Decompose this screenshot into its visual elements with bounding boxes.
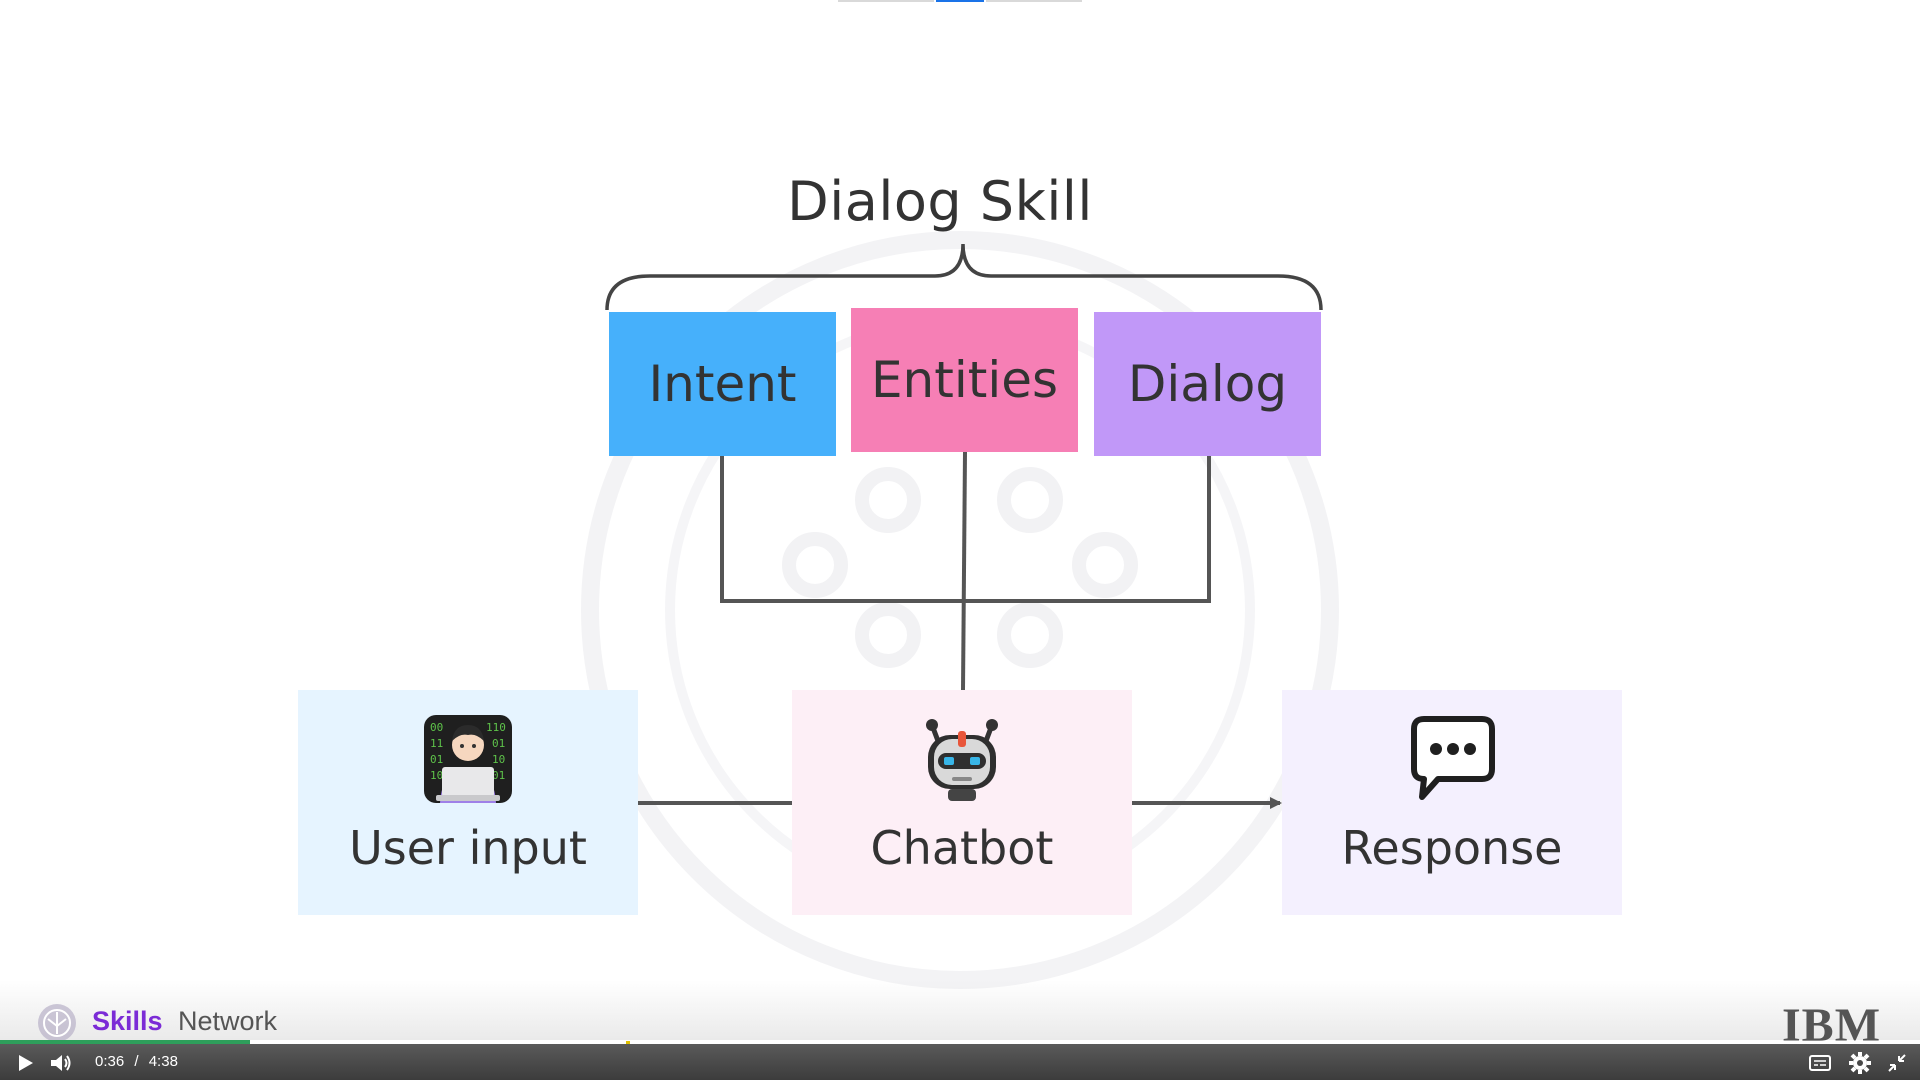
response-box: Response [1282,690,1622,915]
current-time: 0:36 [95,1053,125,1070]
branding-bar [0,980,1920,1040]
ibm-logo: IBM [1782,999,1881,1052]
player-control-bar [0,1044,1920,1080]
progress-marker [626,1041,630,1044]
skills-network-brand-skills: Skills [92,1006,163,1036]
response-label: Response [1341,821,1563,875]
robot-icon [926,719,998,801]
top-tab-1[interactable] [838,0,934,2]
top-tab-2[interactable] [936,0,984,2]
time-display: 0:36 / 4:38 [95,1053,178,1070]
svg-text:10: 10 [492,753,505,766]
progress-track[interactable] [0,1040,1920,1044]
exit-fullscreen-icon[interactable] [1886,1052,1908,1074]
skills-network-logo-icon [38,1004,76,1042]
gear-icon[interactable] [1848,1051,1872,1075]
dialog-box: Dialog [1094,312,1321,456]
dialog-label: Dialog [1127,355,1288,413]
intent-label: Intent [648,355,797,413]
svg-text:01: 01 [492,737,505,750]
svg-text:11: 11 [430,737,443,750]
diagram-title: Dialog Skill [787,170,1093,233]
svg-text:01: 01 [430,753,443,766]
captions-icon[interactable] [1808,1053,1832,1073]
duration: 4:38 [148,1053,178,1070]
speech-bubble-icon [1411,716,1495,800]
svg-text:01: 01 [492,769,505,782]
time-separator: / [134,1053,139,1070]
skills-network-brand-network: Network [178,1006,278,1036]
progress-fill [0,1040,250,1044]
svg-text:110: 110 [486,721,506,734]
user-input-label: User input [349,821,587,875]
intent-box: Intent [609,312,836,456]
technologist-icon: 00 110 11 01 01 10 10 01 [424,715,512,803]
svg-text:00: 00 [430,721,443,734]
svg-text:10: 10 [430,769,443,782]
entities-box: Entities [851,308,1078,452]
top-tab-3[interactable] [986,0,1082,2]
entities-label: Entities [870,351,1059,409]
user-input-box: 00 110 11 01 01 10 10 01 User input [298,690,638,915]
chatbot-label: Chatbot [870,821,1054,875]
chatbot-box: Chatbot [792,690,1132,915]
play-icon[interactable] [14,1052,36,1074]
volume-icon[interactable] [48,1051,74,1075]
